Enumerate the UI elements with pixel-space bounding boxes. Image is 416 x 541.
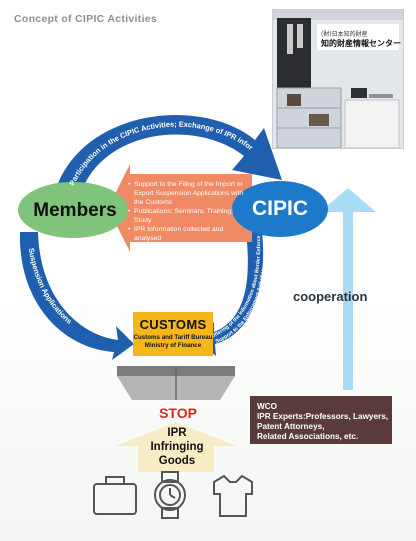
page-title: Concept of CIPIC Activities — [14, 13, 158, 25]
cooperation-arrow — [320, 188, 376, 390]
members-node — [18, 182, 128, 238]
members-label: Members — [33, 200, 117, 221]
center-item-support: Support to the Filing of the Import or E… — [128, 181, 248, 208]
arrow-top-participation — [55, 115, 282, 196]
office-photo-drawing: (財)日本知的財産 知的財産情報センター — [273, 10, 403, 148]
wco-box: WCO IPR Experts:Professors, Lawyers, Pat… — [250, 396, 392, 444]
wco-line-3: Patent Attorneys, — [257, 421, 325, 431]
wco-line-4: Related Associations, etc. — [257, 431, 359, 441]
office-photo: (財)日本知的財産 知的財産情報センター — [272, 9, 404, 149]
ipr-goods-label: IPR Infringing Goods — [128, 427, 226, 468]
customs-subtitle: Customs and Tariff Bureau Ministry of Fi… — [133, 334, 213, 350]
watch-icon — [154, 471, 186, 519]
ipr-up-arrow — [116, 422, 236, 472]
center-info-list: Support to the Filing of the Import or E… — [128, 181, 248, 244]
sign-line-1: (財)日本知的財産 — [321, 30, 368, 38]
center-item-ipr-info: IPR Information collected and analysed — [128, 226, 248, 244]
shirt-icon — [213, 474, 253, 517]
arrow-top-label: Participation in the CIPIC Activities; E… — [0, 0, 255, 187]
ipr-line-2: Infringing — [150, 440, 204, 453]
bag-icon — [93, 476, 137, 515]
customs-title: CUSTOMS — [139, 317, 207, 332]
cooperation-label: cooperation — [293, 289, 368, 304]
customs-node: CUSTOMS Customs and Tariff Bureau Minist… — [133, 312, 213, 356]
ipr-line-1: IPR — [167, 427, 187, 439]
customs-sub-line-1: Customs and Tariff Bureau — [133, 334, 213, 341]
sign-line-2: 知的財産情報センター — [321, 38, 401, 48]
cipic-node — [232, 181, 328, 237]
customs-sub-line-2: Ministry of Finance — [144, 341, 202, 349]
svg-text:Participation in the CIPIC Act: Participation in the CIPIC Activities; E… — [0, 0, 255, 187]
stop-label: STOP — [159, 405, 197, 421]
wco-line-2: IPR Experts:Professors, Lawyers, — [257, 411, 389, 421]
arrow-left-filing — [19, 232, 134, 360]
border-gate — [117, 366, 235, 400]
wco-line-1: WCO — [257, 402, 278, 411]
cipic-label: CIPIC — [251, 197, 308, 220]
ipr-line-3: Goods — [158, 454, 196, 467]
center-item-publications: Publications; Seminars; Training; Study — [128, 208, 248, 226]
